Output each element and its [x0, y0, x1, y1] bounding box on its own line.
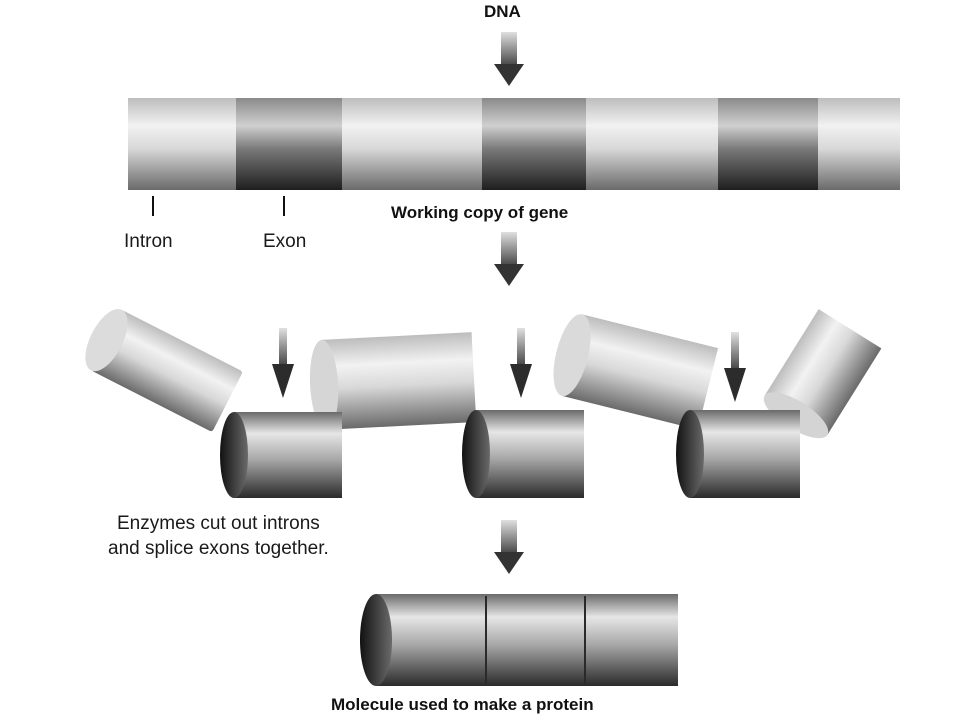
exon-segment	[718, 98, 818, 190]
arrow-dna-to-gene	[494, 32, 524, 86]
arrow-splicing-to-molecule	[494, 520, 524, 574]
intron-segment	[586, 98, 718, 190]
intron-piece-right	[553, 314, 719, 430]
enzyme-cut-arrow	[724, 332, 746, 402]
intron-segment	[342, 98, 482, 190]
intron-label: Intron	[124, 231, 173, 252]
intron-segment	[818, 98, 900, 190]
enzyme-cut-arrow	[510, 328, 532, 398]
enzymes-caption-line2: and splice exons together.	[108, 537, 329, 559]
enzyme-cut-arrow	[272, 328, 294, 398]
dna-label: DNA	[484, 2, 521, 21]
intron-piece-middle	[309, 332, 477, 430]
molecule-label: Molecule used to make a protein	[331, 695, 594, 714]
enzymes-caption: Enzymes cut out introns and splice exons…	[108, 512, 329, 561]
intron-segment	[128, 98, 236, 190]
enzymes-caption-line1: Enzymes cut out introns	[117, 513, 320, 534]
exon-segment	[482, 98, 586, 190]
working-copy-label: Working copy of gene	[391, 203, 569, 222]
protein-molecule	[360, 594, 678, 686]
intron-piece-left	[85, 308, 242, 432]
exon-piece-middle	[462, 410, 584, 498]
exon-piece-left	[220, 412, 342, 498]
exon-label: Exon	[263, 231, 307, 252]
arrow-gene-to-splicing	[494, 232, 524, 286]
exon-piece-right	[676, 410, 800, 498]
exon-segment	[236, 98, 342, 190]
gene-cylinder	[128, 98, 900, 190]
